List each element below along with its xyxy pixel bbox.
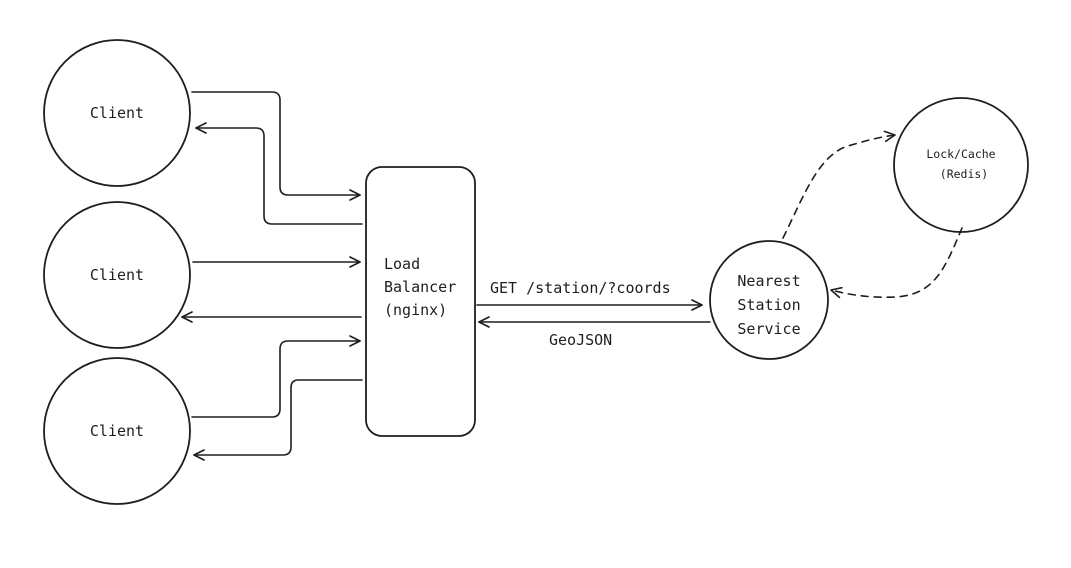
- client-top-response-arrow: [195, 122, 363, 225]
- client-bottom-request-arrow: [191, 335, 361, 418]
- station-request-label: GET /station/?coords: [490, 279, 671, 297]
- service-label-line-3: Service: [737, 320, 800, 338]
- cache-circle: [893, 97, 1029, 233]
- cache-label-line-2: (Redis): [940, 167, 988, 181]
- client-circle: [43, 357, 191, 505]
- client-top-request-arrow: [191, 91, 361, 201]
- client-circle: [43, 201, 191, 349]
- cache-request-arrow: [782, 130, 896, 239]
- client-circle: [43, 39, 191, 187]
- client-node-top: Client: [43, 39, 191, 187]
- load-balancer-label-line-1: Load: [384, 255, 420, 273]
- client-node-bottom: Client: [43, 357, 191, 505]
- cache-label-line-1: Lock/Cache: [926, 147, 995, 161]
- client-label: Client: [90, 104, 144, 122]
- load-balancer-label-line-3: (nginx): [384, 301, 447, 319]
- load-balancer-node: Load Balancer (nginx): [365, 166, 476, 437]
- service-label-line-2: Station: [737, 296, 800, 314]
- cache-response-arrow: [830, 227, 963, 299]
- geojson-response-label: GeoJSON: [549, 331, 612, 349]
- client-label: Client: [90, 422, 144, 440]
- client-node-middle: Client: [43, 201, 191, 349]
- nearest-station-service-node: Nearest Station Service: [709, 240, 829, 360]
- client-bottom-response-arrow: [193, 379, 363, 461]
- service-label-line-1: Nearest: [737, 272, 800, 290]
- client-label: Client: [90, 266, 144, 284]
- load-balancer-box: [365, 166, 476, 437]
- lock-cache-node: Lock/Cache (Redis): [893, 97, 1029, 233]
- service-circle: [709, 240, 829, 360]
- load-balancer-label-line-2: Balancer: [384, 278, 456, 296]
